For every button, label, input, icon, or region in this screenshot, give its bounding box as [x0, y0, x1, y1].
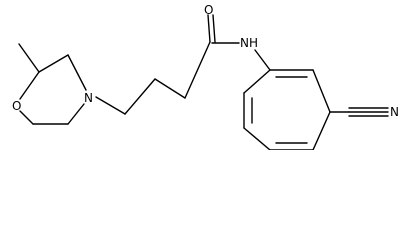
- bond-ring-ch2-n: [67, 54, 87, 91]
- bond-chain-2: [154, 78, 186, 99]
- butanamide-chain: [95, 14, 271, 115]
- structure-diagram: O NH N O N: [12, 3, 399, 150]
- bond-chain-3: [184, 41, 211, 99]
- bond-carbonyl-b: [212, 14, 216, 43]
- bond-nh-aryl: [254, 49, 271, 71]
- benzene-ring: [243, 69, 331, 150]
- bond-chain-1: [124, 78, 156, 115]
- bond-ring-ch2-o: [19, 110, 34, 125]
- atom-label-carbonyl-oxygen: O: [204, 3, 213, 17]
- atom-label-amide-nitrogen: NH: [240, 36, 258, 50]
- bond-ring-c-methyl-c-ch2: [38, 54, 69, 73]
- bond-ring-o-c-methyl: [19, 71, 40, 100]
- atom-label-morpholine-oxygen: O: [12, 99, 21, 113]
- bond-ar-3: [243, 127, 271, 150]
- bond-ring-n-ch2-lower: [67, 103, 85, 125]
- bond-ar-6: [312, 69, 331, 113]
- bond-ar-1: [243, 69, 271, 94]
- bond-n-ch2-chain: [95, 96, 126, 115]
- bond-carbonyl-a: [207, 14, 211, 43]
- atom-label-morpholine-nitrogen: N: [84, 91, 93, 105]
- nitrile-group: [329, 107, 389, 117]
- bond-methyl: [18, 43, 40, 73]
- morpholine-ring: [18, 43, 87, 125]
- atom-label-nitrile-nitrogen: N: [390, 105, 399, 119]
- bond-ar-5: [312, 111, 331, 150]
- molecule-drawing: O NH N O N: [12, 3, 399, 150]
